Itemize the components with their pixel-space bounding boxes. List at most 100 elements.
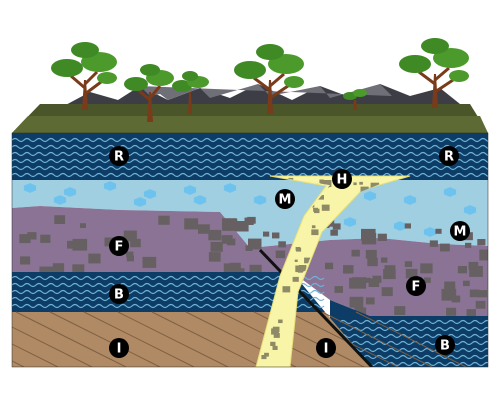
clast xyxy=(351,277,367,289)
crystal xyxy=(403,195,417,205)
clast xyxy=(40,234,51,243)
clast xyxy=(451,295,461,303)
clast xyxy=(365,249,377,259)
clast xyxy=(372,275,382,283)
crystal xyxy=(223,183,237,193)
mountain-highlights xyxy=(140,84,392,100)
bedding-line xyxy=(15,311,127,367)
clast xyxy=(365,297,375,305)
clast xyxy=(53,265,62,273)
clast xyxy=(330,229,338,236)
intrusion-clast xyxy=(272,345,278,350)
crystal xyxy=(443,187,457,197)
clast xyxy=(126,255,134,262)
bedding-line xyxy=(287,311,399,367)
label-b-right: B xyxy=(435,335,455,355)
clast xyxy=(222,218,237,230)
layer-r-waves xyxy=(12,137,488,178)
clast xyxy=(210,241,223,252)
clast xyxy=(377,233,387,241)
clast xyxy=(429,240,438,247)
clast xyxy=(477,239,486,246)
tree-icon xyxy=(124,64,174,122)
clast xyxy=(158,215,170,225)
clast xyxy=(198,224,210,234)
clast xyxy=(349,296,364,308)
clast xyxy=(208,229,222,241)
intrusion-h xyxy=(255,175,411,367)
clast xyxy=(278,241,286,248)
intrusion-clast xyxy=(296,247,302,252)
crystal xyxy=(363,191,377,201)
label-f-right: F xyxy=(406,276,426,296)
clast xyxy=(444,285,456,295)
clast xyxy=(440,243,450,252)
intrusion-clast xyxy=(311,229,319,236)
clast xyxy=(351,249,360,257)
clast xyxy=(468,261,479,270)
clast xyxy=(249,264,262,275)
clast xyxy=(465,242,472,248)
clast xyxy=(275,250,286,259)
block-outline xyxy=(11,132,489,368)
clast xyxy=(469,265,483,277)
label-i-mid: I xyxy=(316,338,336,358)
bedding-line xyxy=(12,343,59,367)
intrusion-clast xyxy=(264,352,269,357)
clast xyxy=(130,238,141,248)
bedding-line xyxy=(12,326,93,367)
wave-line xyxy=(12,282,325,288)
clast xyxy=(332,223,341,230)
clast xyxy=(380,257,388,263)
clast xyxy=(20,256,31,265)
wave-line xyxy=(12,151,488,157)
intrusion-clast xyxy=(282,286,291,293)
intrusion-clast xyxy=(321,204,330,211)
label-m-right: M xyxy=(450,221,470,241)
clast xyxy=(361,232,377,245)
bedding-line xyxy=(49,311,161,367)
label-b-right-text: B xyxy=(440,339,450,354)
clast xyxy=(475,300,486,309)
crystal xyxy=(103,181,117,191)
clast xyxy=(435,228,442,234)
label-i-left: I xyxy=(109,338,129,358)
label-i-mid-text: I xyxy=(324,342,329,357)
intrusion-clast xyxy=(314,208,320,214)
label-b-left-text: B xyxy=(114,288,124,303)
intrusion-clast xyxy=(271,328,279,335)
crystal xyxy=(63,187,77,197)
clast xyxy=(142,256,157,268)
label-m-right-text: M xyxy=(454,225,467,240)
clast xyxy=(208,252,221,262)
crystal xyxy=(53,195,67,205)
intrusion-clast xyxy=(278,319,283,324)
surface-landscape xyxy=(12,84,488,133)
intrusion-clast xyxy=(298,265,307,272)
wave-line xyxy=(12,165,488,171)
clast xyxy=(72,264,85,274)
clast xyxy=(441,288,457,301)
clast xyxy=(221,235,233,244)
clast xyxy=(381,287,393,297)
clast xyxy=(263,231,270,237)
wave-line xyxy=(12,289,325,295)
intrusion-clast xyxy=(311,225,316,229)
wave-line xyxy=(339,319,488,325)
crystal xyxy=(133,197,147,207)
tree-icon xyxy=(399,38,469,108)
tree-icon xyxy=(51,42,117,110)
clast xyxy=(446,307,457,316)
clast xyxy=(404,223,411,229)
clast xyxy=(248,238,262,250)
label-f-left-text: F xyxy=(115,240,124,255)
label-r-right-text: R xyxy=(444,150,454,165)
clast xyxy=(54,217,63,224)
clast xyxy=(420,263,433,274)
wave-line xyxy=(12,296,325,302)
clast xyxy=(27,232,37,240)
wave-line xyxy=(12,158,488,164)
clast xyxy=(367,257,378,267)
